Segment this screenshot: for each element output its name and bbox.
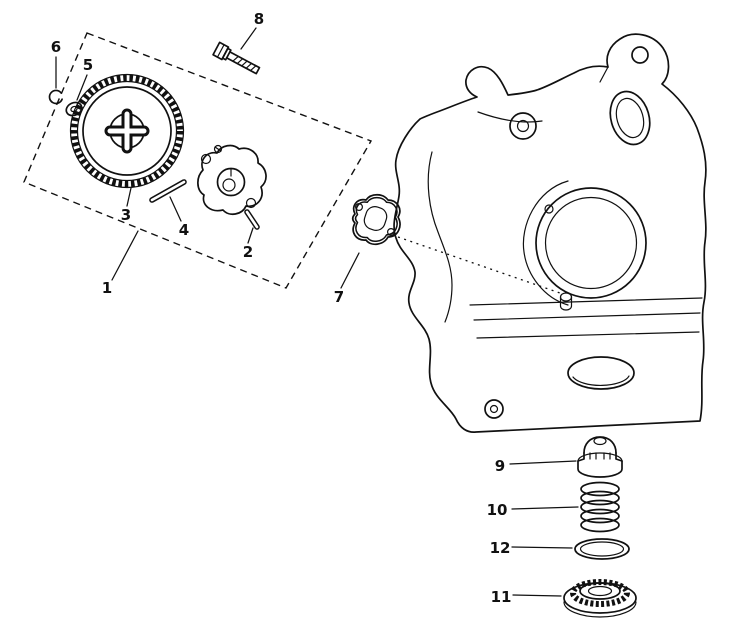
callout-labels: 1 2 3 4 5 6 7 8 9 10 11 12 — [51, 10, 512, 606]
pump-ear-hole — [245, 197, 257, 209]
crankcase-illustration — [393, 33, 707, 433]
callout-label-8: 8 — [254, 10, 264, 28]
oil-pump-illustration — [197, 144, 267, 230]
upper-oval-opening — [609, 90, 651, 146]
washer-illustration — [65, 101, 83, 117]
pin-illustration — [149, 179, 187, 203]
o-ring-illustration — [574, 538, 630, 560]
crank-opening — [535, 187, 647, 299]
small-bore — [509, 112, 537, 140]
plug-illustration — [577, 436, 623, 478]
callout-label-5: 5 — [83, 56, 93, 74]
callout-label-2: 2 — [243, 243, 253, 261]
callout-label-3: 3 — [121, 206, 131, 224]
callout-label-9: 9 — [495, 457, 505, 475]
alignment-dotted-line — [397, 236, 561, 294]
drive-gear-illustration — [69, 73, 185, 189]
callout-label-1: 1 — [102, 279, 112, 297]
bottom-boss — [484, 399, 504, 419]
gasket-illustration — [351, 193, 401, 246]
spring-illustration — [580, 481, 620, 533]
callout-label-10: 10 — [487, 501, 508, 519]
mount-ear-hole — [631, 46, 649, 64]
circlip-illustration — [48, 89, 63, 105]
callout-label-7: 7 — [334, 288, 344, 306]
callout-label-12: 12 — [490, 539, 511, 557]
callout-label-11: 11 — [491, 588, 512, 606]
cap-illustration — [563, 579, 637, 618]
bolt-illustration — [212, 41, 261, 75]
callout-label-6: 6 — [51, 38, 61, 56]
assembly-boundary — [23, 32, 373, 289]
callout-label-4: 4 — [179, 221, 189, 239]
leader-lines — [55, 27, 579, 597]
pump-ear-hole — [200, 153, 212, 165]
pump-screw — [213, 144, 223, 154]
sump-oval-opening — [567, 356, 635, 390]
pump-mount-port — [559, 292, 573, 311]
